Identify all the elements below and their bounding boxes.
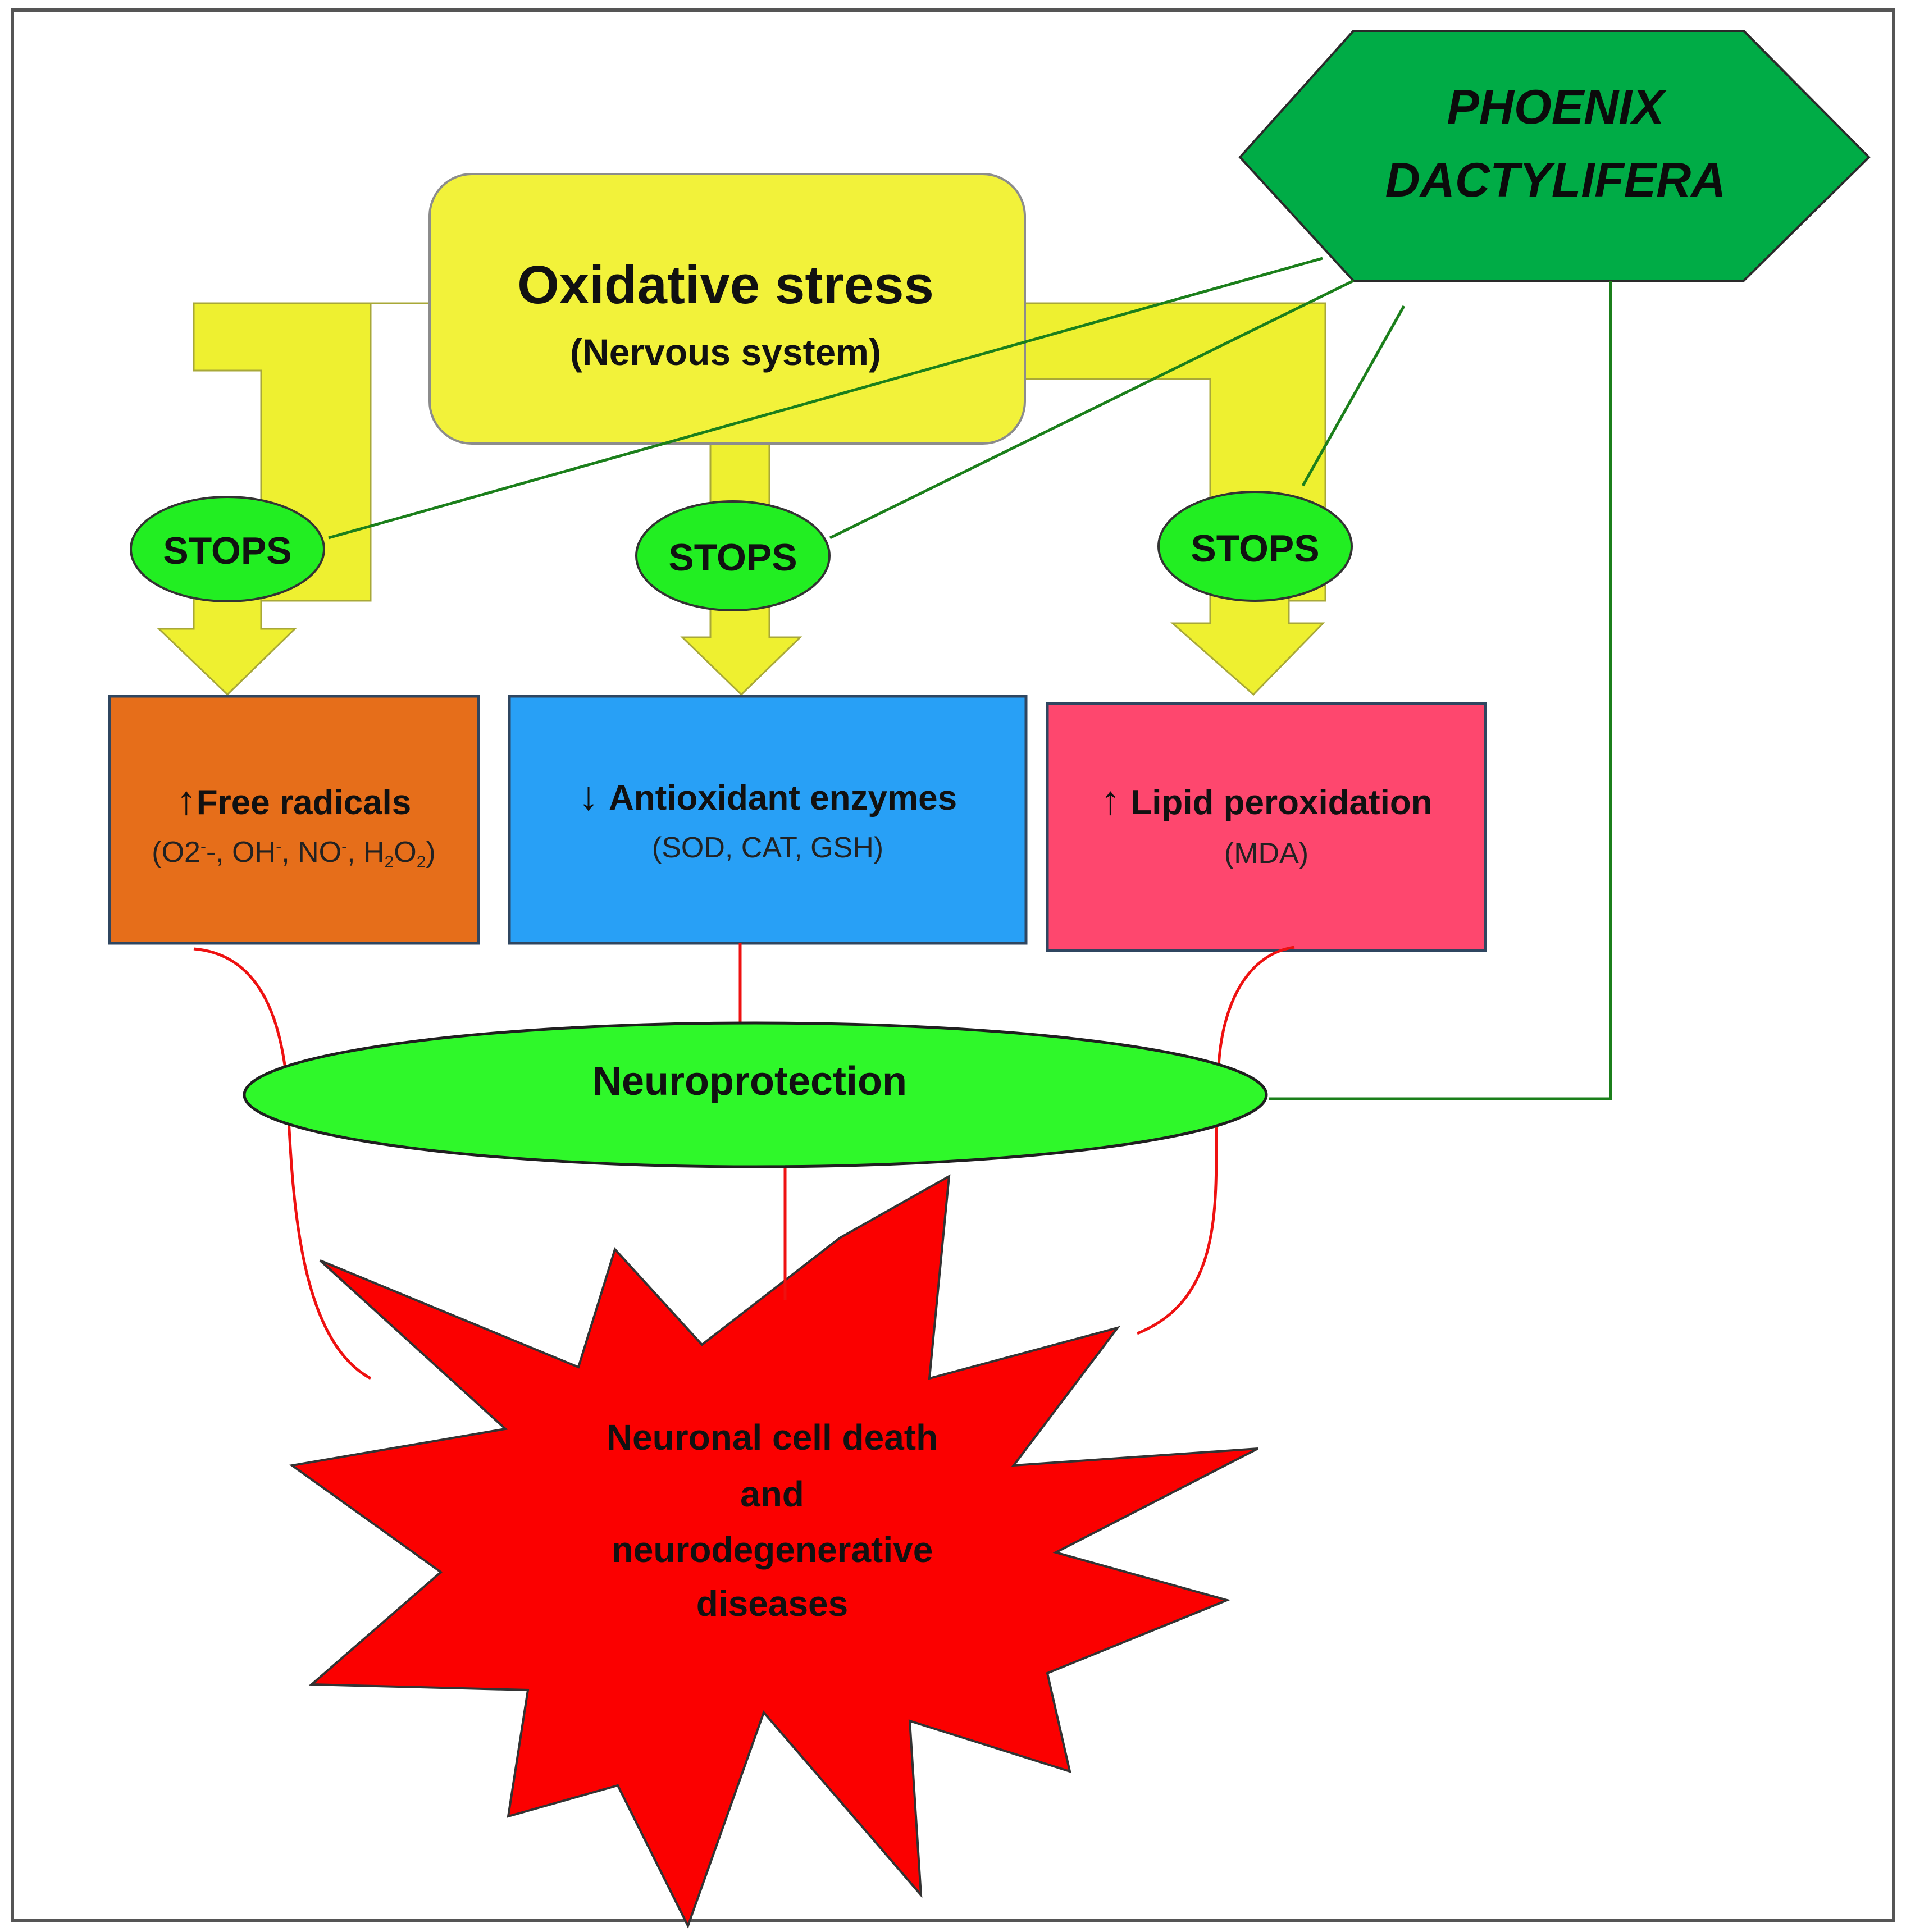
phoenix-label-line1: PHOENIX xyxy=(1447,80,1667,134)
neuroprotection-label: Neuroprotection xyxy=(592,1059,907,1104)
fr-sub-6: ) xyxy=(426,836,435,869)
fr-sub-2: -, OH xyxy=(206,836,276,869)
fr-sub-3-sup: - xyxy=(341,837,347,856)
free-radicals-label: Free radicals xyxy=(197,783,412,822)
oxidative-stress-box xyxy=(428,173,1026,445)
fr-sub-3: , NO xyxy=(281,836,341,869)
arrow-up-icon: ↑ xyxy=(1100,778,1120,823)
green-arrow-to-stops-right xyxy=(1301,305,1406,487)
stops-label-left: STOPS xyxy=(163,529,291,572)
stops-ellipse-right xyxy=(1157,491,1353,602)
free-radicals-title: ↑Free radicals xyxy=(176,778,412,823)
fr-sub-1-sup: - xyxy=(200,837,206,856)
arrow-up-icon: ↑ xyxy=(176,778,197,823)
green-arrow-to-stops-left xyxy=(328,257,1323,540)
neuronal-death-star xyxy=(289,1174,1258,1929)
fr-sub-2-sup: - xyxy=(276,837,281,856)
arrow-down-icon: ↓ xyxy=(578,774,599,819)
fr-sub-4: , H xyxy=(347,836,384,869)
lipid-peroxidation-box xyxy=(1046,702,1487,952)
free-radicals-box xyxy=(108,695,480,945)
fr-sub-5: O xyxy=(394,836,416,869)
lipid-label: Lipid peroxidation xyxy=(1130,783,1432,822)
antioxidant-title: ↓ Antioxidant enzymes xyxy=(578,774,957,819)
stops-ellipse-middle xyxy=(635,500,831,611)
neuronal-death-line3: neurodegenerative xyxy=(612,1529,933,1570)
free-radicals-subtitle: (O2--, OH-, NO-, H2O2) xyxy=(152,836,435,871)
green-arrow-to-stops-middle xyxy=(829,279,1355,540)
oxidative-stress-title: Oxidative stress xyxy=(517,255,934,315)
lipid-subtitle: (MDA) xyxy=(1224,837,1308,870)
lipid-title: ↑ Lipid peroxidation xyxy=(1100,778,1432,823)
stops-label-right: STOPS xyxy=(1191,527,1319,570)
stops-label-middle: STOPS xyxy=(668,536,797,579)
fr-sub-5-sub: 2 xyxy=(417,853,426,871)
stops-ellipse-left xyxy=(130,496,325,602)
neuronal-death-line4: diseases xyxy=(696,1583,848,1624)
phoenix-dactylifera-hexagon xyxy=(1238,30,1871,282)
antioxidant-label: Antioxidant enzymes xyxy=(609,779,957,817)
oxidative-stress-subtitle: (Nervous system) xyxy=(570,331,881,373)
antioxidant-enzymes-box xyxy=(508,695,1028,945)
yellow-arrow-down-left xyxy=(157,594,297,696)
neuronal-death-line2: and xyxy=(740,1474,804,1514)
yellow-connector-left xyxy=(193,302,432,602)
green-arrow-to-neuroprotection xyxy=(1269,281,1612,1100)
phoenix-label-line2: DACTYLIFERA xyxy=(1385,153,1726,207)
antioxidant-subtitle: (SOD, CAT, GSH) xyxy=(652,832,883,864)
fr-sub-4-sub: 2 xyxy=(385,853,394,871)
neuronal-death-line1: Neuronal cell death xyxy=(607,1417,938,1458)
fr-sub-1: (O2 xyxy=(152,836,200,869)
neuroprotection-ellipse xyxy=(243,1021,1268,1168)
